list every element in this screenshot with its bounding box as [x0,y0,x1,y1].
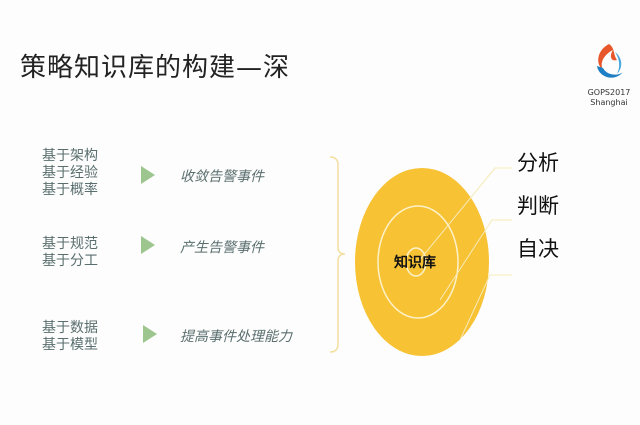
basis-item: 基于概率 [42,182,98,198]
middle-ring [377,205,459,319]
result-text: 提高事件处理能力 [180,329,292,345]
gops-logo: GOPS2017 Shanghai [586,40,632,115]
level-judgment: 判断 [517,194,559,218]
logo-line1: GOPS2017 [587,88,631,97]
slide-title: 策略知识库的构建—深 [20,53,291,83]
basis-item: 基于经验 [42,165,98,181]
connector-analysis [417,167,512,263]
basis-group-2: 基于规范 基于分工 [42,236,98,270]
arrow-right-icon [143,325,157,343]
connector-judgment [439,219,512,301]
bracket [329,156,346,353]
level-analysis: 分析 [517,151,559,175]
core-label: 知识库 [394,255,436,271]
basis-item: 基于架构 [42,148,98,164]
logo-line2: Shanghai [590,98,628,107]
connector-decision [459,274,512,341]
basis-item: 基于分工 [42,253,98,269]
arrow-right-icon [141,166,155,184]
basis-group-3: 基于数据 基于模型 [42,320,98,354]
result-text: 产生告警事件 [180,240,264,256]
inner-ring [405,247,427,277]
basis-group-1: 基于架构 基于经验 基于概率 [42,148,98,199]
basis-item: 基于规范 [42,236,98,252]
level-decision: 自决 [517,237,559,261]
logo-flame-icon [597,44,623,78]
basis-item: 基于模型 [42,337,98,353]
result-text: 收敛告警事件 [180,169,264,185]
outer-circle [355,168,489,356]
arrow-right-icon [141,236,155,254]
basis-item: 基于数据 [42,320,98,336]
